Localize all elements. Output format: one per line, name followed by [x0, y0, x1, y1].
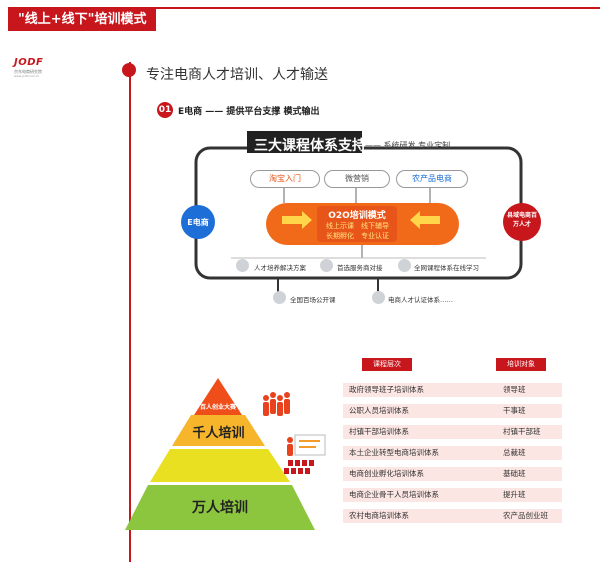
pyramid-level-1 [172, 415, 265, 446]
o2o-item: 长期孵化 [326, 232, 354, 240]
arrow-left-shape [410, 211, 440, 229]
timeline-dot [122, 63, 136, 77]
logo-subtext: 京东电商研究院 [14, 69, 42, 74]
right-circle [503, 203, 541, 241]
table-cell-target: 领导班 [503, 385, 526, 394]
table-cell-target: 总裁班 [503, 448, 526, 457]
online-learning-icon [398, 259, 411, 272]
course-system-title: 三大课程体系支持 [254, 138, 366, 154]
section-number: 01 [157, 102, 173, 118]
table-cell-target: 村镇干部班 [503, 427, 541, 436]
section-title: E电商 —— 提供平台支撑 模式输出 [178, 107, 320, 117]
share-icon [320, 259, 333, 272]
solution-icon [236, 259, 249, 272]
arrow-right-shape [282, 211, 312, 229]
course-system-subtitle: —— 系统研发 专业定制 [365, 141, 451, 150]
open-class-icon [273, 291, 286, 304]
o2o-title: O2O培训模式 [328, 211, 386, 221]
table-cell-target: 干事班 [503, 406, 526, 415]
pill-agri-ecommerce: 农产品电商 [396, 170, 468, 188]
bottom-item: 全国百场公开课 [290, 296, 336, 304]
table-cell-level: 村镇干部培训体系 [349, 427, 409, 436]
table-cell-level: 本土企业转型电商培训体系 [349, 448, 439, 457]
table-cell-target: 提升班 [503, 490, 526, 499]
bottom-item: 电商人才认证体系…… [388, 296, 453, 304]
table-row: 公职人员培训体系 干事班 [343, 404, 562, 418]
table-cell-target: 基础班 [503, 469, 526, 478]
table-cell-level: 公职人员培训体系 [349, 406, 409, 415]
page-title: "线上+线下"培训模式 [8, 9, 157, 31]
logo-text: JODF [14, 57, 44, 68]
table-row: 村镇干部培训体系 村镇干部班 [343, 425, 562, 439]
certification-icon [372, 291, 385, 304]
table-row: 政府领导班子培训体系 领导班 [343, 383, 562, 397]
table-header-target: 培训对象 [496, 358, 546, 371]
box-title-bg [247, 131, 362, 153]
left-circle [181, 205, 215, 239]
headline: 专注电商人才培训、人才输送 [146, 67, 328, 83]
table-row: 本土企业转型电商培训体系 总裁班 [343, 446, 562, 460]
pyramid-bottom-label: 万人培训 [192, 500, 248, 516]
o2o-inner [317, 206, 397, 242]
o2o-item: 专业认证 [361, 232, 389, 240]
table-cell-level: 农村电商培训体系 [349, 511, 409, 520]
table-cell-target: 农产品创业班 [503, 511, 548, 520]
logo-url: www.jodf.com.cn [14, 74, 40, 78]
table-row: 电商创业孵化培训体系 基础班 [343, 467, 562, 481]
pyramid-level-3 [125, 485, 315, 530]
table-header-level: 课程层次 [362, 358, 412, 371]
pyramid-top-label: 百人创业大赛 [199, 404, 236, 411]
audience-icon [284, 460, 314, 474]
bottom-item: 人才培养解决方案 [254, 264, 306, 272]
table-cell-level: 电商创业孵化培训体系 [349, 469, 424, 478]
o2o-item: 线下辅导 [361, 222, 389, 230]
presentation-icon [287, 434, 326, 456]
logo: JODF 京东电商研究院 www.jodf.com.cn [14, 57, 48, 79]
table-cell-level: 电商企业骨干人员培训体系 [349, 490, 439, 499]
timeline-line [129, 62, 131, 562]
header-rule [8, 7, 600, 9]
pill-taobao: 淘宝入门 [250, 170, 320, 188]
table-row: 农村电商培训体系 农产品创业班 [343, 509, 562, 523]
table-cell-level: 政府领导班子培训体系 [349, 385, 424, 394]
left-circle-label: E电商 [187, 218, 209, 227]
pyramid-mid-label: 千人培训 [192, 426, 245, 441]
bottom-item: 首选服务商对接 [337, 264, 383, 272]
right-circle-label: 县域电商百万人才 [506, 212, 537, 228]
bottom-item: 全网课程体系在线学习 [414, 264, 479, 272]
pyramid-level-2 [150, 449, 290, 482]
table-row: 电商企业骨干人员培训体系 提升班 [343, 488, 562, 502]
pyramid-top [194, 378, 242, 415]
people-group-icon [263, 392, 290, 416]
pill-micro-marketing: 微营销 [324, 170, 390, 188]
o2o-item: 线上示课 [326, 222, 354, 230]
